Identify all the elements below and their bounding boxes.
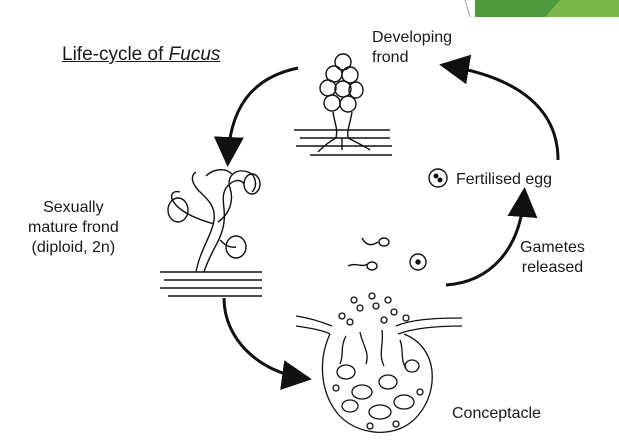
conceptacle-drawing	[296, 293, 462, 432]
label-sexually-mature-frond: Sexually mature frond (diploid, 2n)	[28, 198, 119, 258]
label-gametes-line2: released	[520, 258, 585, 278]
mature-frond-drawing	[160, 170, 262, 296]
label-fertilised-egg: Fertilised egg	[456, 170, 552, 190]
label-developing-line2: frond	[372, 48, 452, 68]
arrow-to-developing-frond	[448, 66, 558, 160]
title-genus: Fucus	[169, 44, 221, 65]
diagram-title: Life-cycle of Fucus	[62, 44, 220, 66]
label-gametes-line1: Gametes	[520, 238, 585, 258]
fertilised-egg-drawing	[429, 169, 447, 187]
arrow-to-fertilised-egg	[446, 196, 524, 285]
arrow-to-conceptacle	[224, 298, 303, 378]
label-mature-line3: (diploid, 2n)	[28, 238, 119, 258]
title-text: Life-cycle of	[62, 44, 169, 65]
label-developing-line1: Developing	[372, 28, 452, 48]
banner-decoration	[465, 0, 619, 17]
arrow-to-mature-frond	[228, 68, 298, 158]
label-mature-line1: Sexually	[28, 198, 119, 218]
developing-frond-drawing	[294, 54, 392, 155]
label-developing-frond: Developing frond	[372, 28, 452, 68]
label-conceptacle: Conceptacle	[452, 404, 541, 424]
label-gametes-released: Gametes released	[520, 238, 585, 278]
label-mature-line2: mature frond	[28, 218, 119, 238]
gametes-drawing	[348, 238, 426, 270]
